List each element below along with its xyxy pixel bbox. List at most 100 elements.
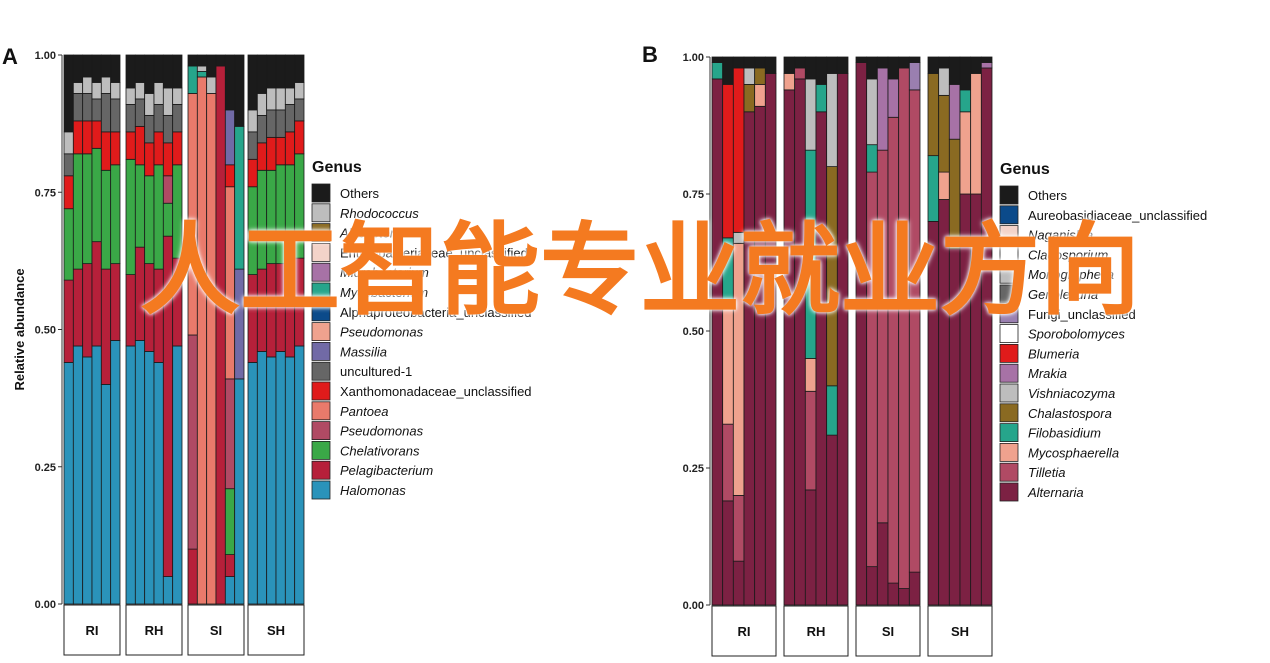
panel-b-bar-segment <box>732 494 745 562</box>
panel-a-bar-segment <box>275 136 286 166</box>
panel-b-legend-swatch <box>999 363 1019 383</box>
panel-a-bar-segment <box>63 175 74 210</box>
panel-b-bar-segment <box>948 84 961 140</box>
panel-b-group-label: SI <box>882 624 894 639</box>
panel-a-bar-segment <box>63 131 74 155</box>
panel-b-bar-segment <box>783 89 796 606</box>
panel-b-legend-label: Chalastospora <box>1028 406 1112 421</box>
panel-a-bar-segment <box>162 175 174 204</box>
panel-a-bar-segment <box>266 54 277 89</box>
panel-b-group-strip <box>783 605 849 657</box>
panel-a-bar-segment <box>82 263 93 358</box>
panel-a-bar-segment <box>294 345 305 605</box>
panel-a-legend-label: Mycobacterium <box>340 285 428 300</box>
panel-a-bar-segment <box>266 136 277 171</box>
panel-b-bar-segment <box>794 56 806 69</box>
panel-a-legend-swatch <box>311 460 331 480</box>
panel-b-group-label: RI <box>738 624 751 639</box>
panel-a-legend-label: Massilia <box>340 344 387 359</box>
panel-a-legend-swatch <box>311 440 331 460</box>
panel-b-bar-segment <box>711 56 724 63</box>
panel-b-legend-swatch <box>999 244 1019 264</box>
panel-b-bar-segment <box>804 78 817 151</box>
panel-b-bar-segment <box>855 62 868 606</box>
panel-b-legend-label: Mrakia <box>1028 366 1067 381</box>
panel-a-bar-segment <box>256 351 268 605</box>
panel-b-bar-segment <box>927 56 940 74</box>
panel-a-group-strip <box>63 604 121 656</box>
panel-a-bar-segment <box>294 257 305 347</box>
panel-b-bar-segment <box>764 73 777 606</box>
panel-b-bar-segment <box>908 571 921 606</box>
panel-a-bar-segment <box>125 87 136 105</box>
panel-a-y-tick-label: 0.50 <box>35 325 56 337</box>
panel-b-bar-segment <box>970 193 982 606</box>
panel-a-bar-segment <box>284 356 296 605</box>
panel-b-bar-segment <box>783 56 796 74</box>
panel-b-legend-label: Naganishia <box>1028 228 1093 243</box>
panel-a-bar-segment <box>234 125 245 270</box>
panel-a-bar-segment <box>256 114 268 144</box>
panel-b-bar-segment <box>804 357 817 392</box>
panel-b-legend-label: Monographella <box>1028 267 1114 282</box>
panel-a-bar-segment <box>100 383 112 605</box>
panel-b-bar-segment <box>804 149 817 359</box>
panel-a-bar-segment <box>125 104 136 133</box>
panel-a-legend-label: Alphaproteobacteria_unclassified <box>340 305 532 320</box>
panel-b-bar-segment <box>980 56 993 63</box>
panel-a-bar-segment <box>134 246 146 341</box>
panel-b-legend-swatch <box>999 462 1019 482</box>
panel-b-bar-segment <box>866 144 878 173</box>
panel-b-bar-segment <box>898 56 910 69</box>
panel-a-bar-segment <box>72 345 84 605</box>
panel-b-legend-swatch <box>999 343 1019 363</box>
panel-a-group-label: RI <box>86 623 99 638</box>
panel-b-bar-segment <box>826 166 838 387</box>
panel-a-bar-segment <box>187 334 198 550</box>
panel-a-legend-label: Others <box>340 186 380 201</box>
panel-b-group-label: RH <box>807 624 826 639</box>
panel-b-bar-segment <box>908 62 921 91</box>
panel-a-bar-segment <box>196 76 208 605</box>
panel-a-bar-segment <box>215 54 226 67</box>
panel-a-bar-segment <box>187 54 198 67</box>
panel-a-bar-segment <box>162 54 174 89</box>
panel-b-bar-segment <box>959 193 972 606</box>
panel-a-bar-segment <box>256 93 268 116</box>
panel-b-bar-segment <box>743 56 756 69</box>
panel-a-legend-label: Rhodococcus <box>340 206 419 221</box>
panel-b-legend-label: Filobasidium <box>1028 426 1101 441</box>
panel-a-bar-segment <box>91 120 102 149</box>
panel-a-bar-segment <box>144 142 155 177</box>
panel-a-bar-segment <box>134 82 146 100</box>
panel-a-bar-segment <box>125 131 136 160</box>
panel-b-bar-segment <box>722 500 734 606</box>
panel-b-bar-segment <box>876 67 889 151</box>
panel-a-group-strip <box>187 604 245 656</box>
panel-a-bar-segment <box>162 202 174 237</box>
panel-b-bar-segment <box>959 56 972 91</box>
panel-a-legend-label: uncultured-1 <box>340 364 412 379</box>
panel-b-bar-segment <box>764 56 777 74</box>
panel-a-bar-segment <box>172 131 183 166</box>
panel-b-legend-label: Blumeria <box>1028 346 1079 361</box>
panel-a-bar-segment <box>172 164 183 259</box>
panel-a-bar-segment <box>91 54 102 83</box>
panel-b-bar-segment <box>711 62 724 80</box>
panel-b-bar-segment <box>732 56 745 69</box>
panel-a-bar-segment <box>247 274 258 363</box>
panel-b-legend-swatch <box>999 304 1019 324</box>
panel-a-bar-segment <box>153 131 164 166</box>
panel-b-bar-segment <box>938 171 950 200</box>
panel-a-legend-swatch <box>311 421 331 441</box>
panel-b-bar-segment <box>804 56 817 80</box>
panel-b-bar-segment <box>908 56 921 63</box>
panel-b-bar-segment <box>804 390 817 491</box>
panel-b-legend-label: Vishniacozyma <box>1028 386 1115 401</box>
panel-a-bar-segment <box>162 235 174 577</box>
panel-a-y-tick-label: 1.00 <box>35 50 56 62</box>
panel-a-legend-label: Pseudomonas <box>340 424 424 439</box>
panel-a-legend-swatch <box>311 361 331 381</box>
panel-a-legend-swatch <box>311 341 331 361</box>
panel-b-bar-segment <box>783 73 796 91</box>
